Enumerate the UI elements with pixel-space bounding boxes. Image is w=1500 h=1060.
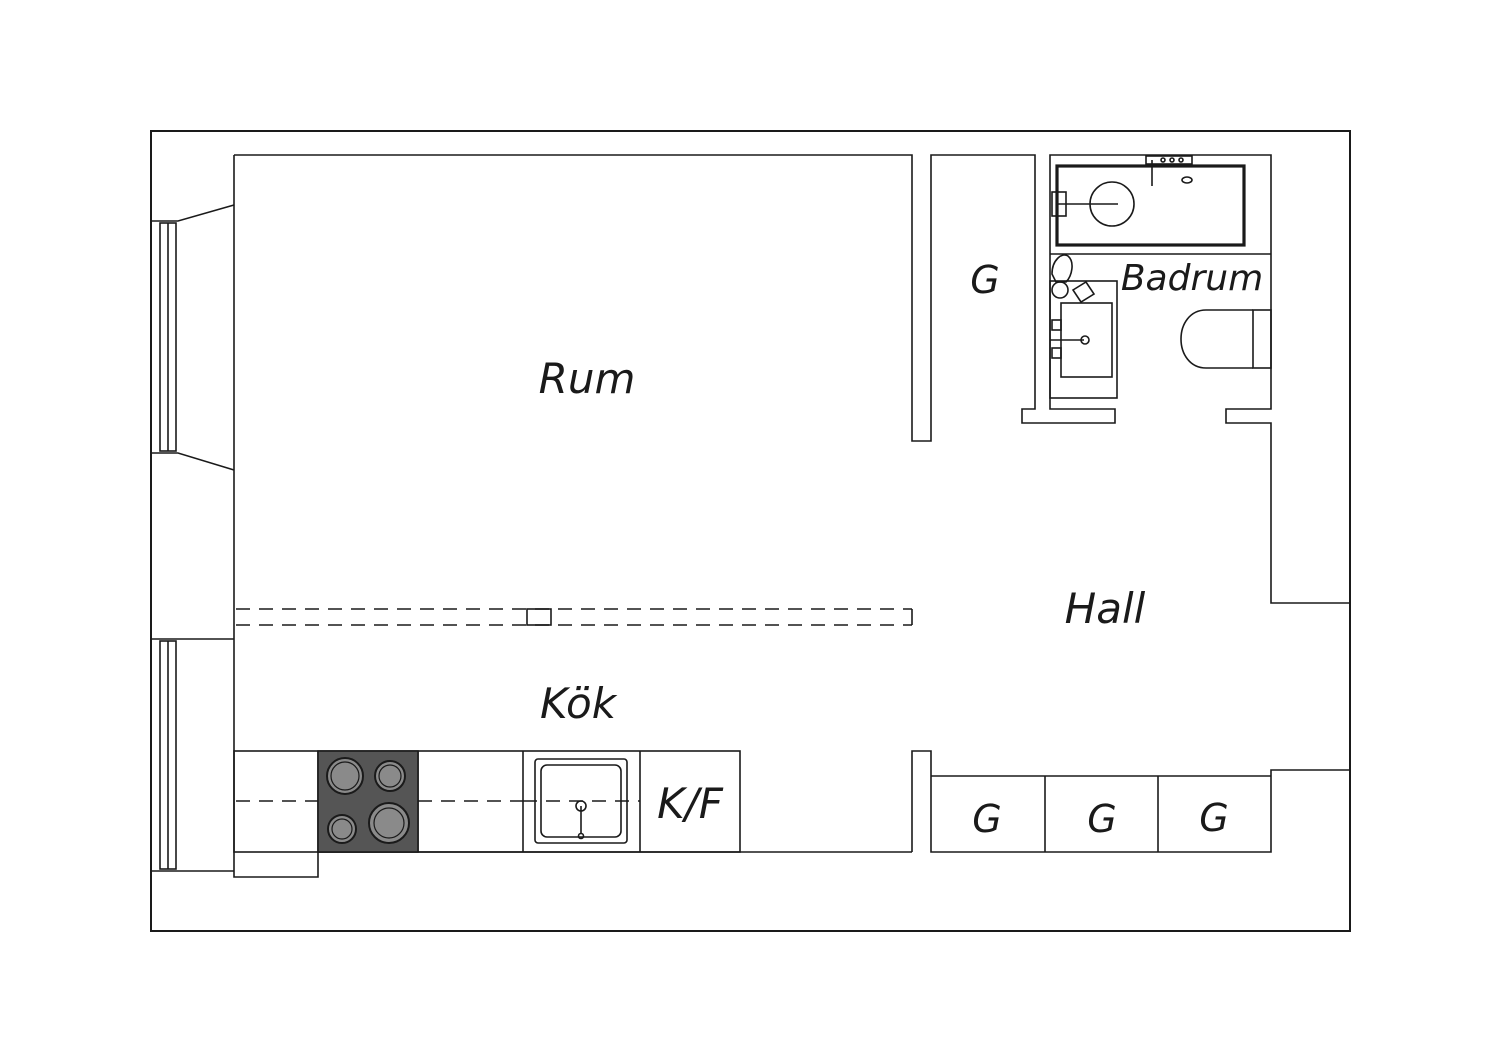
stove — [317, 750, 419, 853]
kitchen-sink — [523, 758, 640, 844]
label-wardrobe-2: G — [1087, 797, 1116, 841]
window-bottom — [151, 638, 234, 872]
bathtub — [1051, 155, 1246, 247]
window-top — [151, 204, 235, 471]
room-label-rum: Rum — [539, 354, 636, 403]
room-label-kok: Kök — [540, 679, 618, 728]
burner — [368, 802, 410, 844]
room-label-badrum: Badrum — [1121, 258, 1263, 299]
burner — [326, 757, 364, 795]
label-wardrobe-3: G — [1199, 796, 1228, 840]
wardrobes — [1044, 776, 1159, 852]
label-wardrobe-top: G — [970, 258, 999, 302]
label-kf: K/F — [657, 779, 724, 828]
bathroom-sink — [1049, 280, 1118, 399]
room-label-hall: Hall — [1065, 584, 1146, 633]
interior-outline — [234, 154, 1350, 604]
interior-outline-lower — [911, 750, 1350, 853]
ceiling-beam — [236, 608, 913, 626]
bidet-shower — [1051, 254, 1096, 304]
toilet — [1180, 309, 1272, 369]
label-wardrobe-1: G — [972, 797, 1001, 841]
